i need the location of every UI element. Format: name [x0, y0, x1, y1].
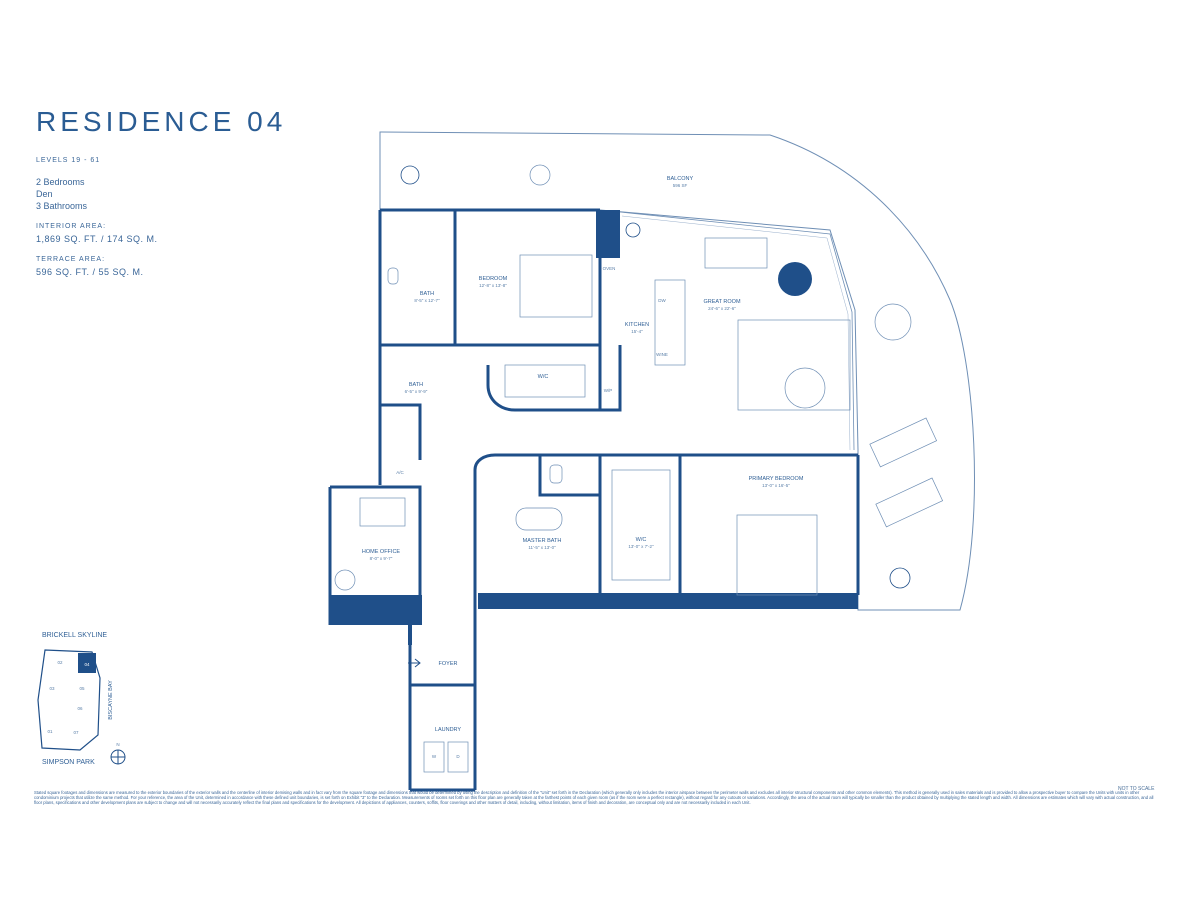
wic-2-island	[611, 469, 671, 581]
wp-label: W/P	[604, 388, 613, 393]
plant-3	[889, 567, 911, 589]
brickell-skyline-label: BRICKELL SKYLINE	[42, 632, 108, 639]
master-bath-name: MASTER BATH	[523, 538, 562, 544]
key-unit-07: 07	[73, 730, 79, 735]
tub	[515, 507, 563, 531]
bed-2	[736, 514, 818, 596]
oven-label: OVEN	[603, 266, 616, 271]
foyer-pier	[408, 625, 412, 645]
simpson-park-label: SIMPSON PARK	[42, 759, 95, 766]
north-label: N	[116, 742, 119, 747]
kitchen-name: KITCHEN	[625, 322, 649, 328]
toilet-2	[549, 464, 563, 484]
balcony-size: 596 SF	[673, 183, 688, 188]
wic2-name: W/C	[636, 537, 647, 543]
wic-curve	[486, 365, 600, 412]
foyer-name: FOYER	[439, 661, 458, 667]
bath1-name: BATH	[420, 291, 434, 297]
balcony-glass-line	[619, 211, 855, 451]
walls	[328, 208, 860, 792]
balcony-outline	[379, 131, 975, 611]
entry-corridor-east	[473, 453, 680, 471]
key-unit-04	[78, 653, 96, 673]
balcony-table	[874, 303, 912, 341]
balcony-name: BALCONY	[667, 176, 694, 182]
dryer	[447, 741, 469, 773]
plants	[400, 165, 911, 589]
toilet-1	[387, 267, 399, 285]
balcony-glass-line-2	[621, 215, 851, 451]
ac-label: A/C	[396, 470, 404, 475]
lounge-chair-1	[869, 417, 938, 468]
interior-area-value: 1,869 SQ. FT. / 174 SQ. M.	[36, 234, 158, 244]
rooms-summary: 2 Bedrooms Den 3 Bathrooms	[36, 176, 158, 212]
residence-title: RESIDENCE 04	[36, 106, 287, 137]
kitchen-south-wall	[600, 345, 622, 412]
unit-info: LEVELS 19 - 61 2 Bedrooms Den 3 Bathroom…	[36, 155, 158, 287]
master-bath-size: 11'-5" x 13'-0"	[528, 545, 556, 550]
biscayne-bay-label: BISCAYNE BAY	[108, 680, 114, 720]
bed-1	[519, 254, 593, 318]
dw-label: DW	[658, 298, 666, 303]
bath2-name: BATH	[409, 382, 423, 388]
key-unit-05: 05	[79, 686, 85, 691]
office-walls	[330, 485, 422, 600]
great-room-name: GREAT ROOM	[703, 299, 740, 305]
bath2-size: 6'-5" x 9'-9"	[405, 389, 428, 394]
key-unit-03: 03	[49, 686, 55, 691]
bath1-size: 8'-5" x 12'-7"	[414, 298, 440, 303]
kitchen-size: 15'-4"	[631, 329, 643, 334]
great-room-size: 24'-6" x 22'-6"	[708, 306, 736, 311]
key-unit-04-label: 04	[84, 662, 90, 667]
home-office-name: HOME OFFICE	[362, 549, 401, 555]
key-plan: 02 04 03 05 06 01 07 N BISCAYNE BAY	[37, 649, 126, 765]
not-to-scale-label: NOT TO SCALE	[1118, 786, 1155, 792]
interior-area-label: INTERIOR AREA:	[36, 223, 107, 230]
bedroom-size: 12'-8" x 13'-8"	[479, 283, 507, 288]
plant-1	[400, 165, 420, 185]
entry-arrow-icon	[408, 658, 421, 668]
shower-wall	[538, 455, 600, 497]
desk	[359, 497, 406, 527]
key-unit-01: 01	[47, 729, 53, 734]
terrace-area-label: TERRACE AREA:	[36, 256, 106, 263]
column-block-kitchen	[596, 210, 620, 258]
wic-1-island	[504, 364, 586, 398]
bedroom-name: BEDROOM	[479, 276, 508, 282]
key-unit-06: 06	[77, 706, 83, 711]
bath2-south	[380, 403, 422, 460]
south-wall-block	[478, 593, 858, 609]
balcony-table-top	[529, 164, 551, 186]
key-unit-02: 02	[57, 660, 63, 665]
lounge-chair-2	[875, 477, 944, 528]
bedroom-east-wall	[453, 210, 600, 347]
disclaimer-text: Stated square footages and dimensions ar…	[34, 790, 1154, 806]
furniture	[334, 164, 944, 773]
washer	[423, 741, 445, 773]
home-office-size: 8'-0" x 9'-7"	[370, 556, 393, 561]
levels-label: LEVELS 19 - 61	[36, 157, 101, 164]
dryer-label: D	[456, 754, 460, 759]
kitchen-island	[654, 279, 686, 366]
bedrooms-count: 2 Bedrooms	[36, 177, 85, 187]
laundry-name: LAUNDRY	[435, 727, 462, 733]
round-column	[778, 262, 812, 296]
primary-bedroom-size: 13'-0" x 16'-5"	[762, 483, 790, 488]
bathrooms-count: 3 Bathrooms	[36, 201, 88, 211]
terrace-area-value: 596 SQ. FT. / 55 SQ. M.	[36, 267, 144, 277]
office-chair	[334, 569, 356, 591]
north-compass-cross	[111, 750, 125, 764]
plant-2	[625, 222, 641, 238]
coffee-table	[784, 367, 826, 409]
washer-label: W	[432, 754, 437, 759]
column-block-office	[330, 595, 422, 625]
dining-table	[704, 237, 768, 269]
wic2-size: 13'-0" x 7'-2"	[628, 544, 654, 549]
wine-label: WINE	[656, 352, 668, 357]
primary-bedroom-name: PRIMARY BEDROOM	[749, 476, 804, 482]
den-label: Den	[36, 189, 53, 199]
wic1-name: W/C	[538, 374, 549, 380]
sofa	[737, 319, 851, 411]
